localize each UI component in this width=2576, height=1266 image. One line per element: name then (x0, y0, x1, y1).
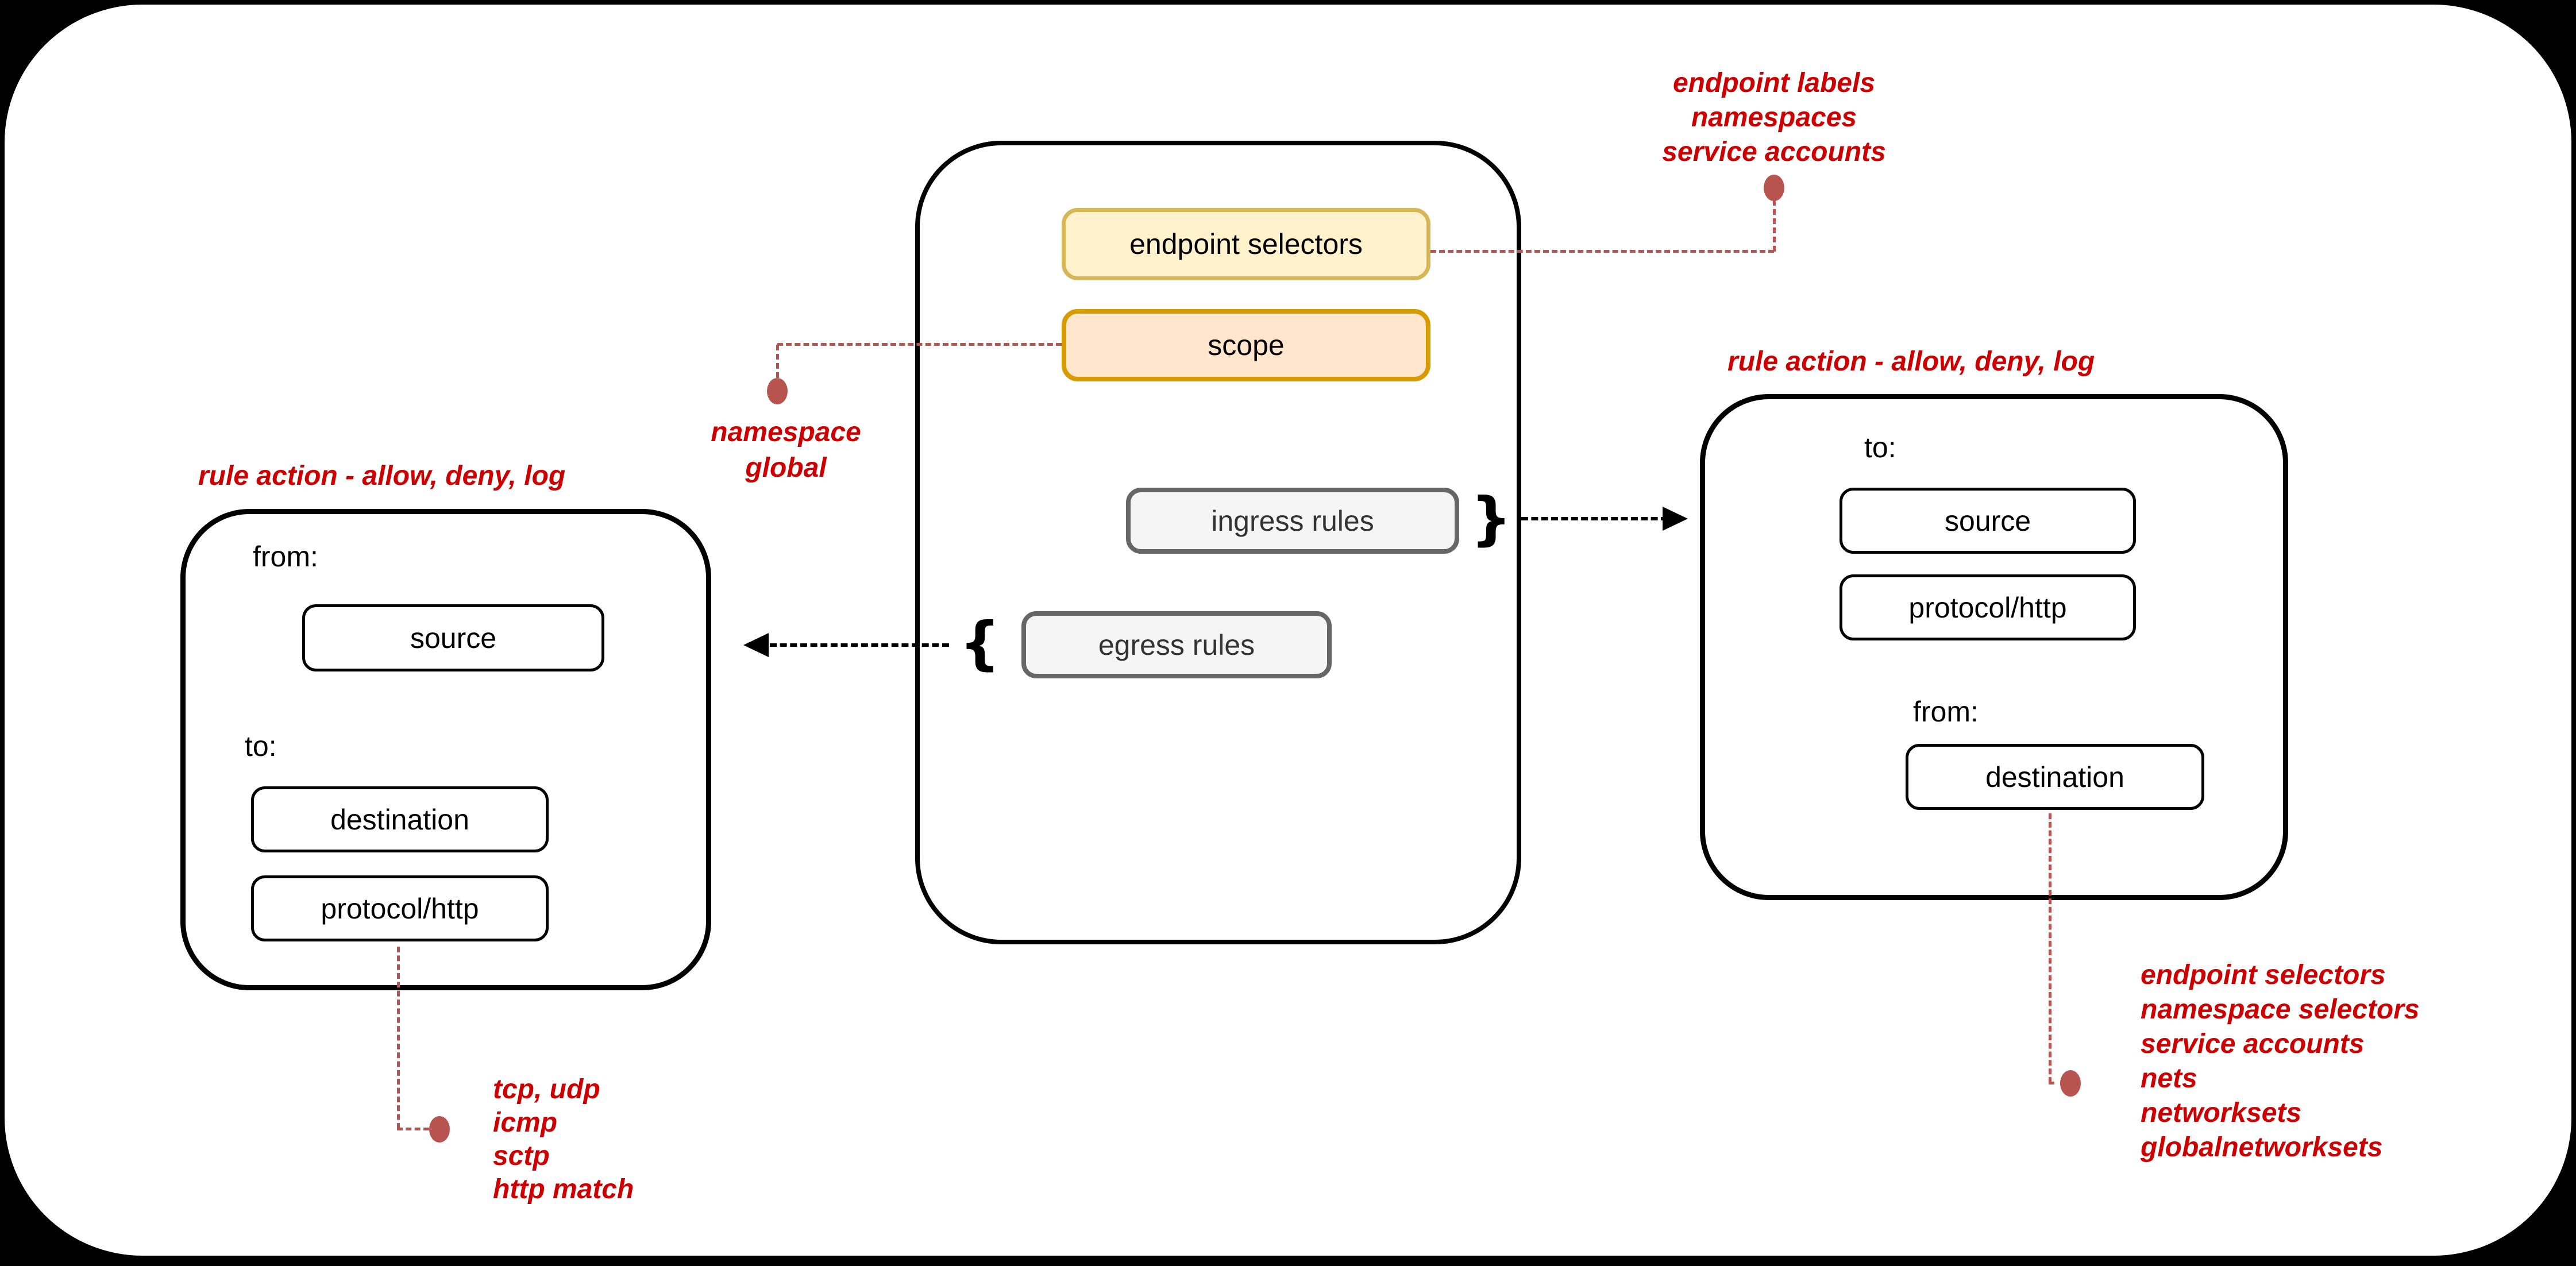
protocol-note-connector-h (397, 1128, 429, 1130)
egress-protocol-label: protocol/http (321, 892, 479, 925)
destination-note-dot-icon (2060, 1070, 2081, 1097)
note-line: service accounts (1662, 137, 1886, 167)
egress-source-box: source (302, 604, 604, 671)
ingress-rule-container (1700, 394, 2288, 900)
endpoint-note-connector-h (1430, 250, 1774, 253)
egress-rules-label: egress rules (1098, 628, 1255, 661)
egress-source-label: source (410, 622, 497, 654)
note-line: nets (2141, 1063, 2197, 1094)
ingress-brace: } (1471, 485, 1512, 552)
note-line: globalnetworksets (2141, 1132, 2383, 1163)
note-line: http match (493, 1174, 634, 1205)
destination-note-connector-h (2049, 1082, 2066, 1084)
note-line: namespace selectors (2141, 994, 2420, 1025)
egress-arrow-line (770, 643, 949, 647)
ingress-source-box: source (1840, 488, 2136, 554)
ingress-rules-box: ingress rules (1126, 488, 1459, 554)
scope-note: namespace global (671, 415, 901, 486)
ingress-from-label: from: (1913, 696, 1979, 728)
egress-destination-box: destination (251, 786, 549, 852)
scope-note-dot-icon (767, 378, 788, 404)
protocol-note: tcp, udp icmp sctp http match (493, 1073, 634, 1206)
endpoint-selectors-box: endpoint selectors (1062, 208, 1430, 280)
ingress-protocol-label: protocol/http (1908, 591, 2067, 624)
note-line: namespace (711, 417, 861, 447)
egress-from-label: from: (253, 541, 318, 573)
ingress-rule-action-note: rule action - allow, deny, log (1727, 346, 2095, 377)
note-line: sctp (493, 1141, 550, 1171)
note-line: endpoint selectors (2141, 960, 2386, 990)
destination-note: endpoint selectors namespace selectors s… (2141, 958, 2420, 1165)
egress-destination-label: destination (330, 803, 469, 836)
ingress-destination-label: destination (1985, 761, 2124, 793)
ingress-protocol-box: protocol/http (1840, 574, 2136, 640)
egress-rule-action-note: rule action - allow, deny, log (198, 461, 566, 491)
endpoint-note-dot-icon (1764, 175, 1784, 201)
egress-protocol-box: protocol/http (251, 875, 549, 941)
note-line: endpoint labels (1672, 68, 1876, 98)
note-line: service accounts (2141, 1029, 2365, 1059)
note-line: global (745, 453, 827, 483)
note-line: namespaces (1691, 102, 1857, 133)
egress-arrow-head-icon (743, 633, 769, 657)
ingress-to-label: to: (1864, 431, 1896, 464)
egress-to-label: to: (245, 730, 277, 762)
ingress-arrow-head-icon (1663, 507, 1688, 531)
egress-brace: { (959, 609, 1001, 677)
scope-note-connector-h (777, 343, 1062, 346)
note-line: icmp (493, 1107, 558, 1138)
ingress-source-label: source (1944, 504, 2031, 537)
protocol-note-connector-v (397, 947, 400, 1129)
destination-note-connector-v (2049, 813, 2051, 1083)
endpoint-note-connector-v (1773, 200, 1776, 252)
egress-rules-box: egress rules (1021, 611, 1332, 678)
endpoint-selectors-label: endpoint selectors (1129, 228, 1363, 260)
endpoint-selectors-note: endpoint labels namespaces service accou… (1630, 66, 1918, 169)
ingress-arrow-line (1521, 517, 1668, 520)
scope-box: scope (1062, 309, 1430, 381)
note-line: tcp, udp (493, 1074, 600, 1105)
scope-label: scope (1208, 329, 1285, 361)
note-line: networksets (2141, 1098, 2302, 1128)
protocol-note-dot-icon (429, 1116, 450, 1143)
diagram-canvas: endpoint selectors scope ingress rules e… (5, 5, 2571, 1256)
ingress-rules-label: ingress rules (1211, 504, 1374, 537)
ingress-destination-box: destination (1906, 744, 2204, 810)
scope-note-connector-v (776, 345, 779, 378)
